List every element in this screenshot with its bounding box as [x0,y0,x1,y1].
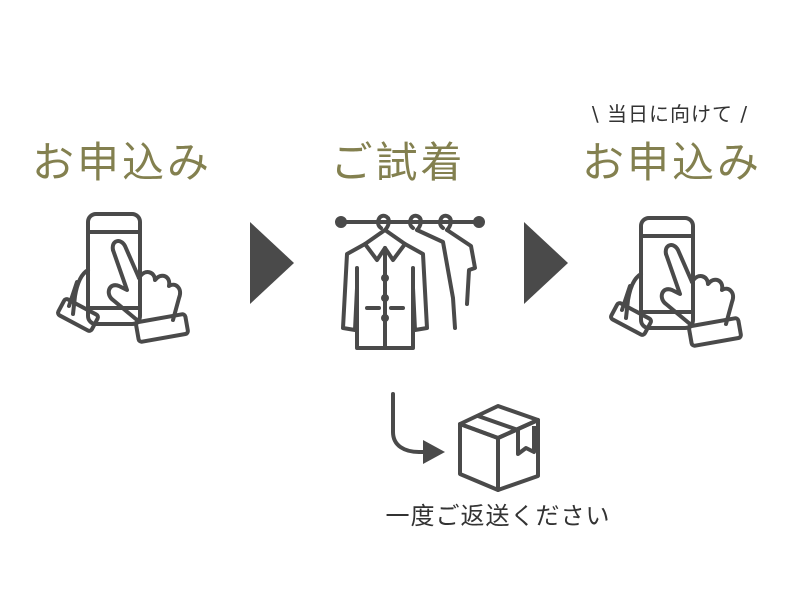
step-1-label: お申込み [31,138,212,187]
return-arrow-icon [391,392,445,464]
arrow-right-icon [250,222,294,304]
step-3-label: お申込み [581,138,762,187]
clothes-rack-icon [335,213,485,350]
package-box-icon [458,404,540,492]
callout-text: \ 当日に向けて / [591,102,749,126]
return-note: 一度ご返送ください [385,502,611,530]
phone-tap-icon [56,212,190,344]
arrow-right-icon [524,222,568,304]
step-2-label: ご試着 [330,138,466,187]
phone-tap-icon [609,216,743,348]
